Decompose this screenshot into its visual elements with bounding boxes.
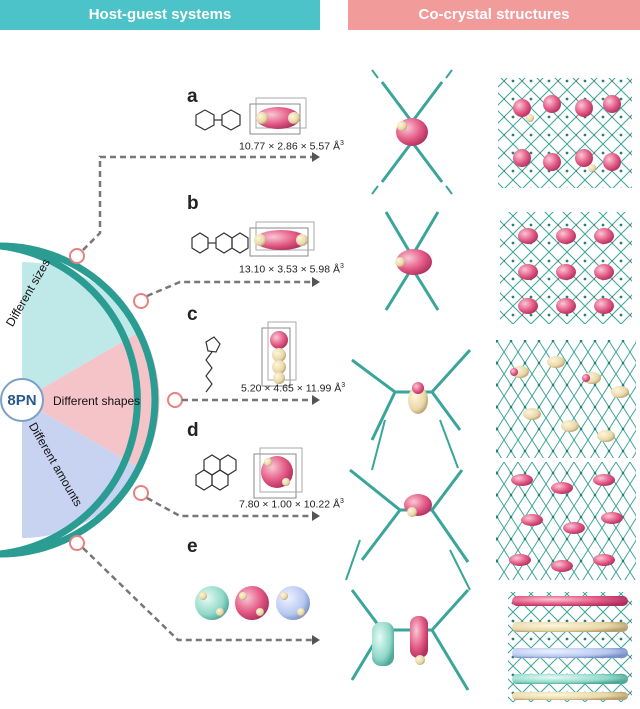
dims-b: 13.10 × 3.53 × 5.98 Å3 <box>239 263 344 276</box>
node-d <box>133 485 149 501</box>
dims-d: 7.80 × 1.00 × 10.22 Å3 <box>239 498 344 511</box>
connectors <box>82 155 312 642</box>
connector-e <box>82 547 312 642</box>
host-guest-header: Host-guest systems <box>0 0 320 30</box>
dims-c: 5.20 × 4.65 × 11.99 Å3 <box>241 382 345 395</box>
crystal-unit-a <box>371 69 453 195</box>
dims-b-text: 13.10 × 3.53 × 5.98 Å <box>239 263 341 276</box>
dims-a-text: 10.77 × 2.86 × 5.57 Å <box>239 140 341 153</box>
dims-b-exp: 3 <box>340 263 344 270</box>
guest-cluster-blue <box>276 586 310 620</box>
panel-letter-c: c <box>187 304 198 325</box>
molecule-b-icon <box>191 232 249 254</box>
dims-a: 10.77 × 2.86 × 5.57 Å3 <box>239 140 344 153</box>
connector-a <box>82 155 312 251</box>
panel-letter-d: d <box>187 420 199 441</box>
dims-a-exp: 3 <box>340 140 344 147</box>
guest-box-c <box>261 321 297 387</box>
connector-d <box>146 496 312 518</box>
center-circle <box>0 378 44 422</box>
crystal-unit-b <box>384 211 440 311</box>
crystal-packing-b <box>500 212 632 324</box>
co-crystal-header: Co-crystal structures <box>348 0 640 30</box>
molecule-c-icon <box>205 336 221 393</box>
crystal-unit-e <box>350 588 470 691</box>
crystal-packing-d <box>496 462 636 580</box>
connector-b <box>146 280 312 298</box>
dims-d-exp: 3 <box>340 498 344 505</box>
molecule-d-icon <box>195 454 237 491</box>
molecule-a-icon <box>195 109 241 131</box>
wedge-label-shapes: Different shapes <box>53 394 141 408</box>
panel-letter-e: e <box>187 536 198 557</box>
node-e <box>69 535 85 551</box>
crystal-packing-c <box>496 340 636 458</box>
outer-arc <box>0 242 141 558</box>
node-c <box>167 392 183 408</box>
node-b <box>133 293 149 309</box>
guest-box-a <box>249 97 307 135</box>
dims-c-exp: 3 <box>341 382 346 389</box>
dims-d-text: 7.80 × 1.00 × 10.22 Å <box>239 498 341 511</box>
crystal-packing-e <box>508 592 632 702</box>
arrowheads <box>312 152 320 645</box>
wedge-shapes <box>22 331 160 469</box>
center-label: 8PN <box>7 392 37 409</box>
node-a <box>69 248 85 264</box>
arc-nodes <box>69 248 183 551</box>
dims-c-text: 5.20 × 4.65 × 11.99 Å <box>241 382 342 395</box>
guest-cluster-pink <box>235 586 269 620</box>
guest-box-b <box>249 221 315 257</box>
guest-cluster-teal <box>195 586 229 620</box>
panel-letter-b: b <box>187 193 199 214</box>
crystal-unit-d <box>345 468 471 591</box>
guest-box-d <box>253 447 303 499</box>
crystal-unit-c <box>351 348 472 471</box>
crystal-packing-a <box>498 78 632 188</box>
panel-letter-a: a <box>187 86 198 107</box>
